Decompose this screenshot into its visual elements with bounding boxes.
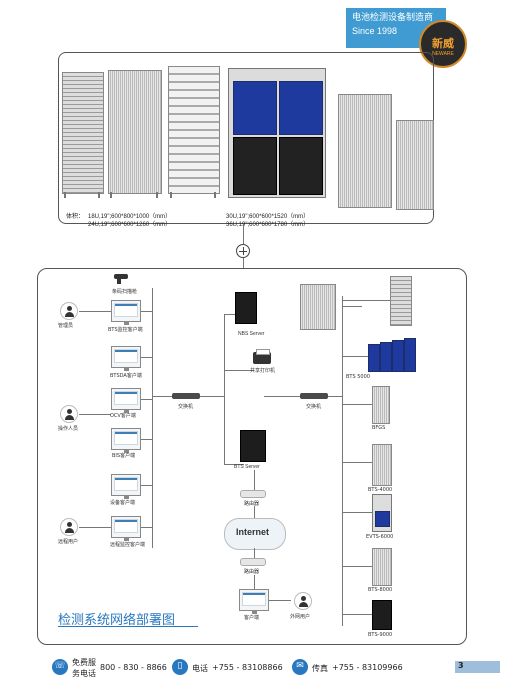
rack-cabinet-1 [62,72,104,194]
blue-test-cabinet [228,68,326,198]
spec-18u: 18U,19";600*800*1000（mm） [88,214,172,220]
spec-30u: 30U,19";600*600*1520（mm） [226,214,310,220]
client-monitor-icon-6 [111,516,141,541]
neware-logo: 新威 NEWARE [419,20,467,68]
page-number-bar [455,661,500,673]
router-bottom-label: 路由器 [244,569,260,575]
fax-label: 传真 [312,664,328,673]
rack-cabinet-5 [396,120,434,210]
remote-user-label: 远程用户 [58,539,79,545]
client-monitor-icon-3 [111,388,141,413]
banner-since: Since 1998 [352,26,398,36]
evts6000-cabinet [372,494,392,532]
bts8000-cabinet [372,548,392,586]
external-user-label: 外网用户 [290,614,311,620]
bts4000-cabinet [372,444,392,486]
banner-slogan: 电池检测设备制造商 [352,13,434,23]
operator-label: 操作人员 [58,426,79,432]
device-label-5: BTS-8000 [368,587,393,593]
bts9000-cabinet [372,600,392,630]
client-pc-label: 客户端 [244,615,260,621]
bts-server-icon [240,430,266,462]
remote-user-avatar-icon [60,518,78,536]
nbs-server-label: NBS Server [238,331,265,337]
phone-free-icon: ☏ [52,659,68,675]
fax-icon: ✉ [292,659,308,675]
rack-cabinet-4 [338,94,392,208]
barcode-scanner-icon [114,274,128,284]
bfgs-cabinet [372,386,390,424]
external-user-avatar-icon [294,592,312,610]
nbs-server-icon [235,292,257,324]
diagram-title: 检测系统网络部署图 [58,613,176,628]
client-monitor-icon-5 [111,474,141,499]
device-label-2: BFGS [372,425,386,431]
bts-server-label: BTS Server [234,464,260,470]
router-top-label: 路由器 [244,501,260,507]
switch-left-icon [172,393,200,399]
client-monitor-icon-1 [111,300,141,325]
spec-36u: 36U,19";600*600*1780（mm） [226,222,310,228]
client-label-4: BIS客户端 [112,453,136,459]
device-label-3: BTS-4000 [368,487,393,493]
client-label-2: BTSDA客户端 [110,373,142,379]
phone-label: 电话 [192,664,208,673]
printer-label: 共享打印机 [250,368,276,374]
rack-cabinet-2 [108,70,162,194]
switch-right-icon [300,393,328,399]
spec-label: 体积： [66,214,85,220]
logo-cn: 新威 [432,37,454,50]
plus-icon [236,244,250,258]
device-label-1: BTS 5000 [346,374,370,380]
client-label-5: 设备客户端 [110,500,136,506]
logo-en: NEWARE [432,51,454,57]
device-label-4: EVTS-6000 [366,534,394,540]
fax-number: +755 - 83109966 [332,663,403,672]
client-label-1: BTS监控客户端 [108,327,143,333]
manager-label: 管理员 [58,323,74,329]
free-hotline-label-2: 务电话 [72,669,96,678]
router-bottom-icon [240,558,266,566]
mobile-phone-icon: ▯ [172,659,188,675]
switch-left-label: 交换机 [178,404,194,410]
client-label-3: OCV客户端 [110,413,136,419]
spec-24u: 24U,19";600*600*1260（mm） [88,222,172,228]
client-pc-icon [239,589,269,614]
scanner-label: 条码扫描枪 [112,289,138,295]
internet-cloud-icon [224,518,286,550]
manager-avatar-icon [60,302,78,320]
client-monitor-icon-4 [111,428,141,453]
device-rack-top [390,276,412,326]
bts5000-cabinet-group [368,338,416,372]
operator-avatar-icon [60,405,78,423]
internet-label: Internet [236,527,270,537]
router-top-icon [240,490,266,498]
device-cabinet-top [300,284,336,330]
free-hotline-label-1: 免费服 [72,658,96,667]
free-hotline-number: 800 - 830 - 8866 [100,663,167,672]
device-label-6: BTS-9000 [368,632,393,638]
phone-number: +755 - 83108866 [212,663,283,672]
client-monitor-icon-2 [111,346,141,371]
network-diagram-frame [37,268,467,645]
client-label-6: 远程监控客户端 [110,542,146,548]
switch-right-label: 交换机 [306,404,322,410]
rack-cabinet-3 [168,66,220,194]
page-number: 3 [458,661,464,670]
printer-icon [253,349,271,364]
